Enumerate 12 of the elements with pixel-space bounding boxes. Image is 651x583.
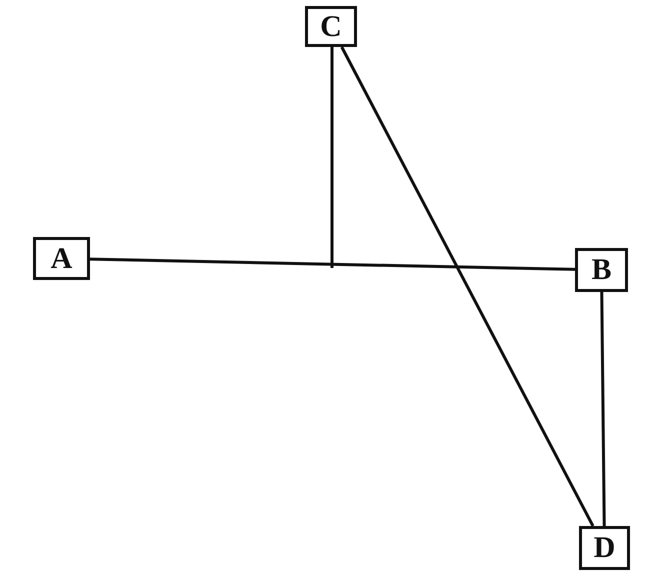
connector-line <box>340 46 594 527</box>
connector-line <box>330 47 334 268</box>
node-letter: D <box>594 533 616 563</box>
label-box <box>305 6 357 47</box>
node-letter: A <box>50 244 72 274</box>
label-box <box>579 526 630 570</box>
node-letter: C <box>320 12 342 42</box>
node-letter: B <box>591 255 612 285</box>
label-box <box>575 248 628 292</box>
label-box <box>33 237 90 280</box>
connector-line <box>600 292 606 526</box>
connector-line <box>90 258 576 271</box>
